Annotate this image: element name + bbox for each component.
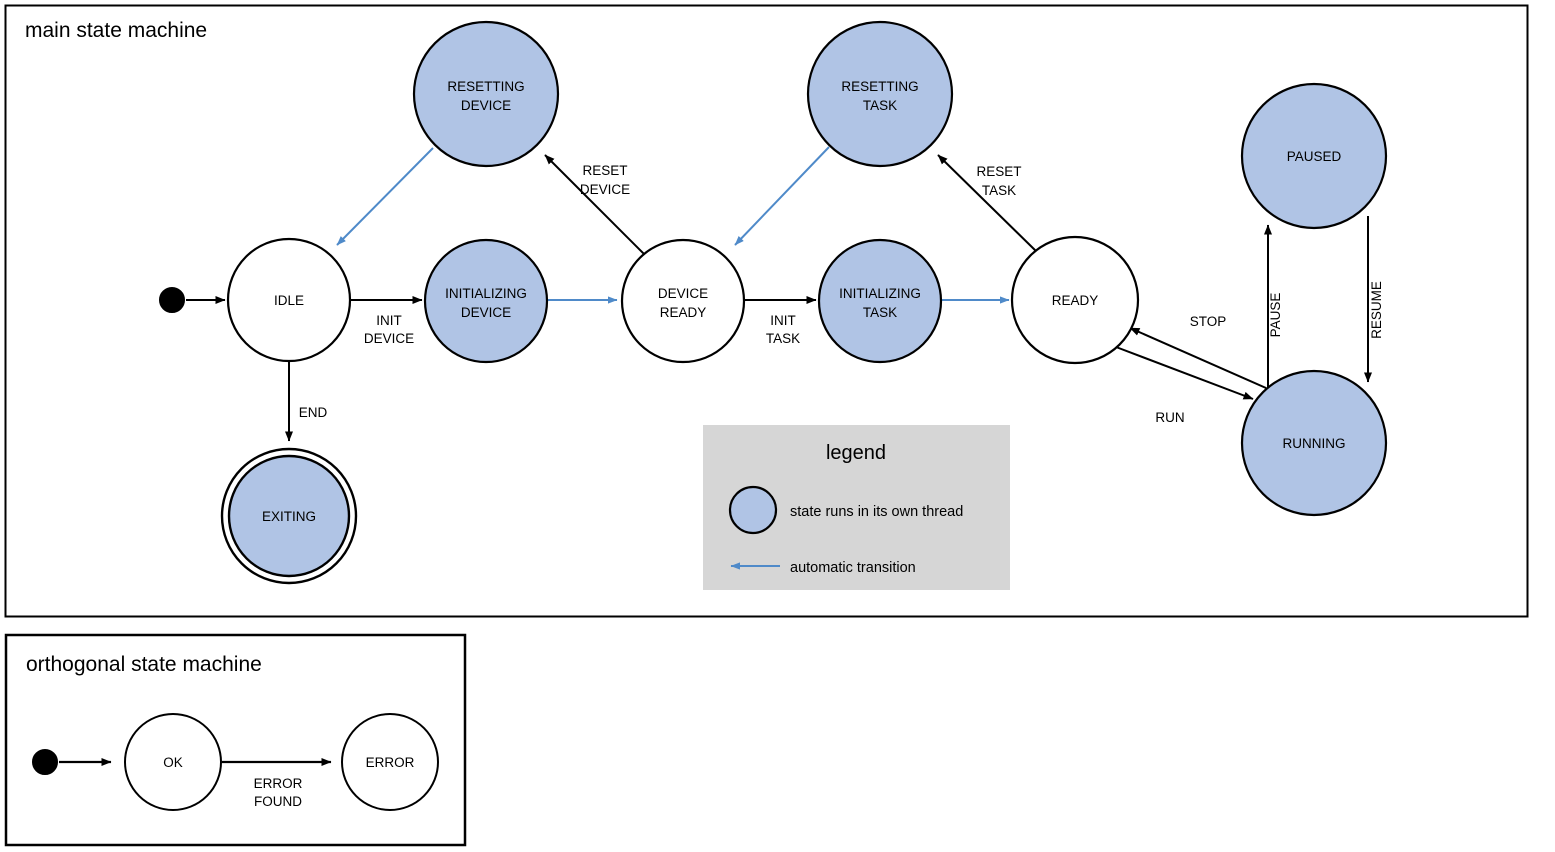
state-resetting-device-label-line1: RESETTING <box>447 79 524 94</box>
state-device-ready-circle[interactable] <box>620 238 746 364</box>
state-resetting-task-label-line1: RESETTING <box>841 79 918 94</box>
transition-label-pause: PAUSE <box>1268 293 1283 338</box>
transition-label-init-task-line1: INIT <box>770 313 796 328</box>
main-transitions: INIT DEVICE RESET DEVICE INIT TASK RESET… <box>186 146 1384 442</box>
transition-ready-to-resetting-task <box>937 154 1039 254</box>
initial-state-marker <box>159 287 185 313</box>
main-states: IDLE RESETTING DEVICE INITIALIZING DEVIC… <box>159 20 1388 585</box>
state-ready[interactable]: READY <box>1010 235 1140 365</box>
state-initializing-task[interactable]: INITIALIZING TASK <box>817 238 943 364</box>
state-initializing-task-label-line1: INITIALIZING <box>839 286 921 301</box>
orthogonal-initial-state-marker <box>32 749 58 775</box>
transition-label-run: RUN <box>1155 410 1184 425</box>
transition-running-to-ready <box>1129 327 1267 389</box>
legend-auto-transition-text: automatic transition <box>790 560 916 576</box>
state-running[interactable]: RUNNING <box>1240 369 1388 517</box>
state-resetting-task-circle[interactable] <box>806 20 954 168</box>
state-resetting-device-label-line2: DEVICE <box>461 98 511 113</box>
transition-resetting-task-to-device-ready-auto <box>734 146 830 246</box>
transition-label-error-found-line1: ERROR <box>254 776 303 791</box>
transition-label-init-device-line1: INIT <box>376 313 402 328</box>
transition-resetting-device-to-idle-auto <box>336 147 434 246</box>
state-resetting-task-label-line2: TASK <box>863 98 897 113</box>
state-device-ready-label-line1: DEVICE <box>658 286 708 301</box>
transition-label-resume: RESUME <box>1369 281 1384 339</box>
state-error-label: ERROR <box>366 755 415 770</box>
transition-label-stop: STOP <box>1190 314 1227 329</box>
state-idle[interactable]: IDLE <box>226 237 352 363</box>
state-idle-circle[interactable] <box>226 237 352 363</box>
transition-label-end: END <box>299 405 328 420</box>
state-initializing-device-label-line1: INITIALIZING <box>445 286 527 301</box>
state-ok-label: OK <box>163 755 183 770</box>
state-paused-circle[interactable] <box>1240 82 1388 230</box>
transition-label-init-task-line2: TASK <box>766 331 800 346</box>
state-device-ready[interactable]: DEVICE READY <box>620 238 746 364</box>
orthogonal-transitions: ERROR FOUND <box>59 758 332 809</box>
state-exiting[interactable]: EXITING <box>220 447 358 585</box>
state-error[interactable]: ERROR <box>341 713 439 811</box>
transition-label-error-found-line2: FOUND <box>254 794 302 809</box>
state-ok-circle[interactable] <box>124 713 222 811</box>
transition-label-init-device-line2: DEVICE <box>364 331 414 346</box>
state-initializing-device-label-line2: DEVICE <box>461 305 511 320</box>
state-device-ready-label-line2: READY <box>660 305 707 320</box>
transition-label-reset-device-line2: DEVICE <box>580 182 630 197</box>
legend-thread-state-swatch <box>728 485 778 535</box>
state-idle-label: IDLE <box>274 293 304 308</box>
state-exiting-circle[interactable] <box>227 454 351 578</box>
transition-label-reset-task-line2: TASK <box>982 183 1016 198</box>
transition-label-reset-task-line1: RESET <box>976 164 1021 179</box>
orthogonal-states: OK ERROR <box>32 713 439 811</box>
transition-device-ready-to-resetting-device <box>544 154 646 256</box>
orthogonal-frame-title: orthogonal state machine <box>26 653 262 676</box>
state-initializing-device-circle[interactable] <box>423 238 549 364</box>
state-initializing-device[interactable]: INITIALIZING DEVICE <box>423 238 549 364</box>
legend-thread-state-text: state runs in its own thread <box>790 504 963 520</box>
legend: legend state runs in its own thread auto… <box>703 425 1010 590</box>
state-paused-label: PAUSED <box>1287 149 1342 164</box>
state-resetting-device-circle[interactable] <box>412 20 560 168</box>
state-ready-label: READY <box>1052 293 1099 308</box>
state-running-circle[interactable] <box>1240 369 1388 517</box>
state-ok[interactable]: OK <box>124 713 222 811</box>
state-error-circle[interactable] <box>341 713 439 811</box>
state-running-label: RUNNING <box>1283 436 1346 451</box>
state-initializing-task-label-line2: TASK <box>863 305 897 320</box>
state-resetting-device[interactable]: RESETTING DEVICE <box>412 20 560 168</box>
state-paused[interactable]: PAUSED <box>1240 82 1388 230</box>
state-exiting-label: EXITING <box>262 509 316 524</box>
state-initializing-task-circle[interactable] <box>817 238 943 364</box>
state-resetting-task[interactable]: RESETTING TASK <box>806 20 954 168</box>
legend-title: legend <box>826 442 886 464</box>
transition-ready-to-running <box>1115 346 1254 400</box>
state-ready-circle[interactable] <box>1010 235 1140 365</box>
main-frame-title: main state machine <box>25 19 207 42</box>
transition-label-reset-device-line1: RESET <box>582 163 627 178</box>
